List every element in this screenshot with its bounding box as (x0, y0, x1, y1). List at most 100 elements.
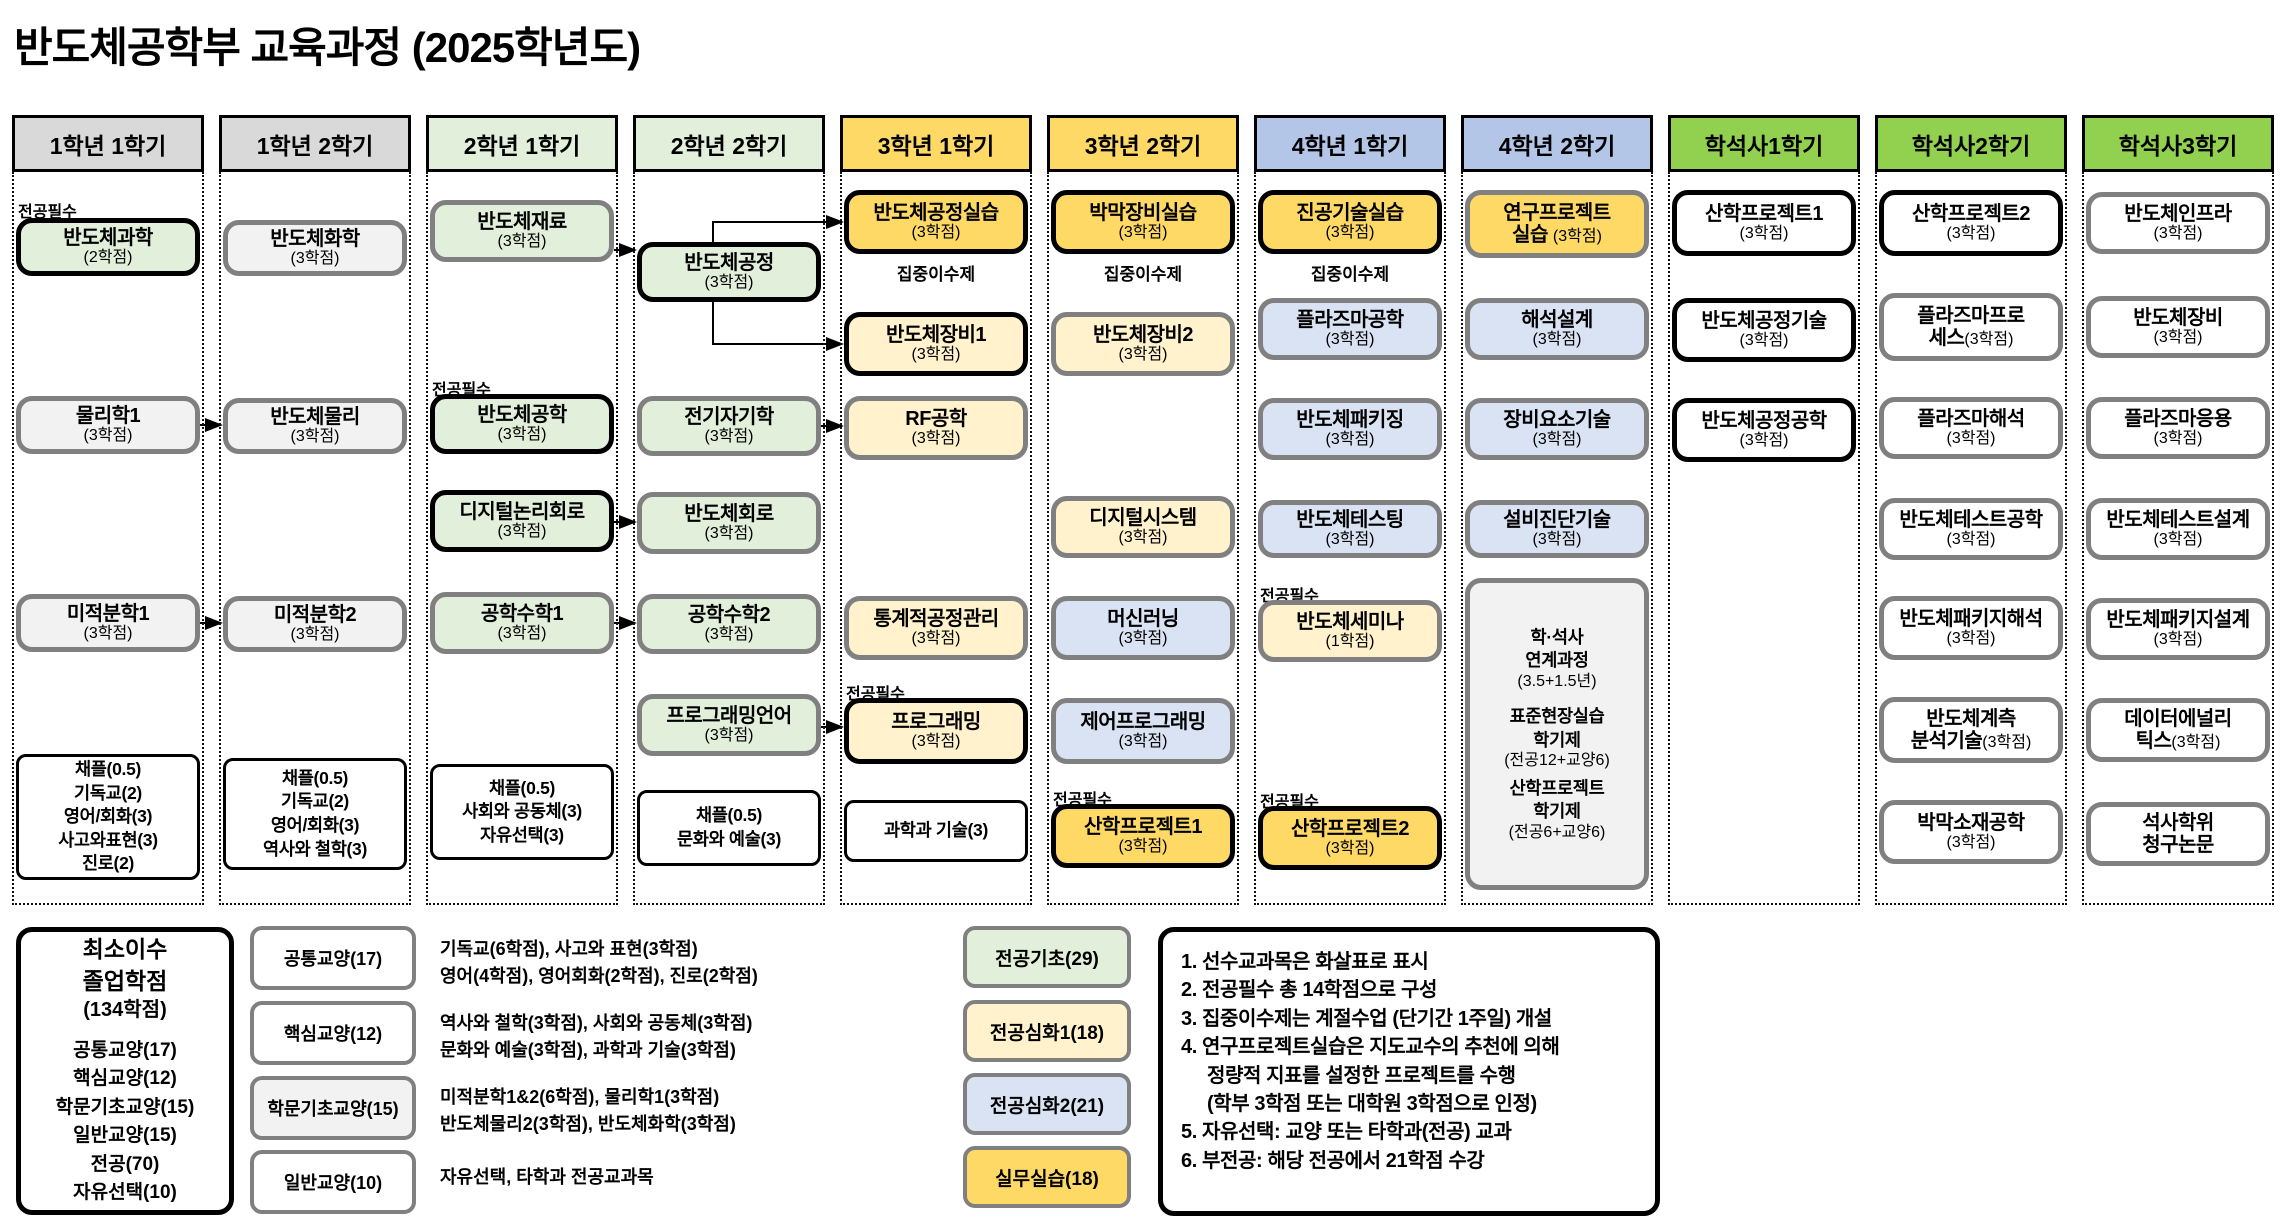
course-box: 반도체테스트설계(3학점) (2086, 498, 2270, 560)
course-credit: (3학점) (911, 346, 961, 364)
course-box: RF공학(3학점) (844, 396, 1028, 460)
course-box: 프로그래밍언어(3학점) (637, 694, 821, 756)
course-credit: (3학점) (911, 430, 961, 448)
course-title: 프로그래밍 (891, 711, 981, 733)
course-line: 반도체계측 (1926, 707, 2016, 730)
note-line: 1. 선수교과목은 화살표로 표시 (1181, 951, 1429, 973)
course-title: 산학프로젝트1 (1704, 203, 1824, 225)
course-box: 반도체공정공학(3학점) (1672, 398, 1856, 462)
intensive-course-label: 집중이수제 (1103, 265, 1183, 284)
grad-req-line: 핵심교양(12) (73, 1068, 177, 1090)
category-box: 일반교양(10) (250, 1150, 416, 1214)
course-credit: (3학점) (83, 427, 133, 445)
course-box: 해석설계(3학점) (1465, 298, 1649, 360)
course-title: 반도체재료 (477, 211, 567, 233)
course-box: 통계적공정관리(3학점) (844, 596, 1028, 660)
course-credit: (3학점) (2153, 430, 2203, 448)
course-box: 반도체화학(3학점) (223, 220, 407, 276)
course-line: 실습 (3학점) (1512, 224, 1602, 246)
course-title: 반도체회로 (684, 503, 774, 525)
legend-box: 전공기초(29) (963, 926, 1131, 988)
category-box: 공통교양(17) (250, 926, 416, 990)
course-title: 반도체인프라 (2124, 203, 2232, 225)
major-required-label: 전공필수 (18, 204, 77, 221)
course-credit: (3학점) (704, 428, 754, 446)
column-body (1254, 172, 1446, 905)
course-box: 채플(0.5)기독교(2)영어/회화(3)역사와 철학(3) (223, 758, 407, 870)
legend-box: 전공심화2(21) (963, 1073, 1131, 1135)
course-box: 반도체패키지해석(3학점) (1879, 596, 2063, 660)
note-line: 6. 부전공: 해당 전공에서 21학점 수강 (1181, 1149, 1485, 1172)
course-credit: (1학점) (1325, 633, 1375, 651)
course-box: 플라즈마해석(3학점) (1879, 397, 2063, 459)
column-body (12, 172, 204, 905)
course-line: 석사학위 (2142, 811, 2214, 834)
course-box: 장비요소기술(3학점) (1465, 398, 1649, 460)
course-title: 반도체공정공학 (1701, 410, 1827, 432)
course-box: 반도체인프라(3학점) (2086, 192, 2270, 254)
course-credit: (3학점) (1946, 630, 1996, 648)
course-credit: (3학점) (2153, 531, 2203, 549)
note-line: (학부 3학점 또는 대학원 3학점으로 인정) (1207, 1092, 1537, 1115)
course-line: 채플(0.5) (695, 805, 763, 826)
course-title: 반도체패키지설계 (2106, 609, 2250, 631)
semester-header: 4학년 2학기 (1461, 115, 1653, 172)
grad-req-line: 최소이수 (82, 936, 168, 963)
grad-req-line: 공통교양(17) (73, 1039, 177, 1061)
course-credit: (3학점) (290, 626, 340, 644)
course-box: 진공기술실습(3학점) (1258, 190, 1442, 254)
course-line: 산학프로젝트 (1509, 777, 1605, 798)
semester-header: 학석사1학기 (1668, 115, 1860, 172)
column-body (426, 172, 618, 905)
course-title: 장비요소기술 (1503, 409, 1611, 431)
semester-header: 1학년 1학기 (12, 115, 204, 172)
course-title: 반도체장비 (2133, 307, 2223, 329)
course-credit: (3학점) (704, 626, 754, 644)
category-description: 기독교(6학점), 사고와 표현(3학점) 영어(4학점), 영어회화(2학점)… (440, 939, 758, 986)
course-line: 사회와 공동체(3) (462, 801, 582, 822)
course-credit: (3학점) (1739, 432, 1789, 450)
course-line: 기독교(2) (74, 782, 142, 803)
course-line: 표준현장실습 (1509, 706, 1605, 727)
course-credit: (3학점) (911, 733, 961, 751)
course-credit: (3학점) (704, 525, 754, 543)
semester-header: 3학년 2학기 (1047, 115, 1239, 172)
course-credit: (3학점) (1946, 430, 1996, 448)
legend-box: 전공심화1(18) (963, 1000, 1131, 1062)
category-box: 핵심교양(12) (250, 1001, 416, 1065)
grad-req-line: 졸업학점 (82, 967, 168, 994)
course-box: 채플(0.5)기독교(2)영어/회화(3)사고와표현(3)진로(2) (16, 754, 200, 880)
course-title: 반도체장비2 (1092, 324, 1194, 346)
course-box: 반도체테스팅(3학점) (1258, 500, 1442, 558)
course-credit: (3학점) (1739, 225, 1789, 243)
course-title: 디지털논리회로 (459, 501, 585, 523)
course-box: 채플(0.5)문화와 예술(3) (637, 790, 821, 866)
course-title: 반도체공정기술 (1701, 310, 1827, 332)
column-body (2082, 172, 2274, 905)
column-body (1461, 172, 1653, 905)
course-line: (전공6+교양6) (1508, 824, 1606, 842)
course-line: 과학과 기술(3) (883, 820, 989, 841)
course-box: 반도체테스트공학(3학점) (1879, 498, 2063, 560)
course-title: 미적분학2 (273, 604, 357, 626)
course-box: 디지털시스템(3학점) (1051, 496, 1235, 558)
course-title: 반도체테스트공학 (1899, 509, 2043, 531)
course-title: 전기자기학 (684, 406, 774, 428)
course-line: 연구프로젝트 (1503, 201, 1611, 224)
course-line: 학기제 (1533, 729, 1581, 750)
category-description: 역사와 철학(3학점), 사회와 공동체(3학점) 문화와 예술(3학점), 과… (440, 1013, 753, 1060)
note-line: 5. 자유선택: 교양 또는 타학과(전공) 교과 (1181, 1121, 1512, 1144)
course-line: 영어/회화(3) (63, 806, 153, 827)
course-line: (3.5+1.5년) (1517, 672, 1597, 690)
course-credit: (3학점) (1118, 630, 1168, 648)
intensive-course-label: 집중이수제 (1310, 265, 1390, 284)
course-credit: (2학점) (83, 249, 133, 267)
course-credit: (3학점) (1946, 225, 1996, 243)
course-line: 영어/회화(3) (270, 815, 360, 835)
course-box: 과학과 기술(3) (844, 800, 1028, 862)
